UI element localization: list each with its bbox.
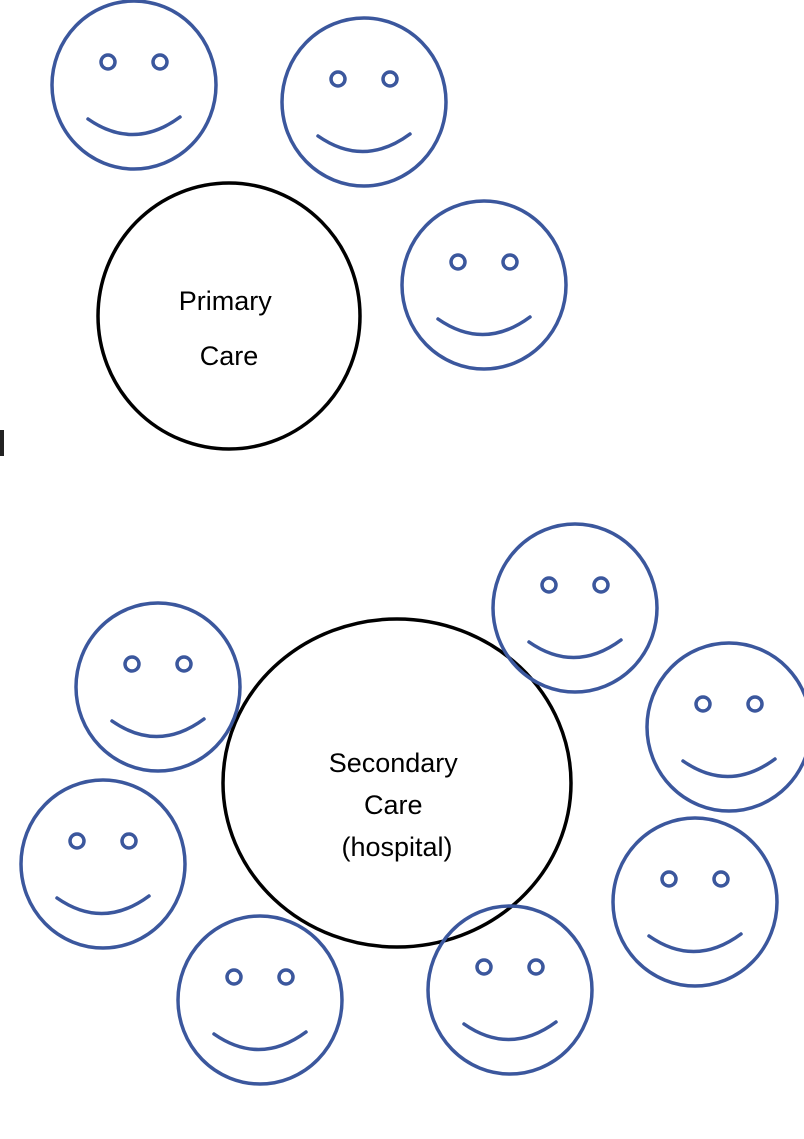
secondary-smiley-face-5-icon	[611, 816, 779, 988]
secondary-smiley-face-2-icon	[74, 601, 242, 773]
face-outline	[645, 641, 804, 813]
left-eye	[225, 968, 243, 986]
primary-smiley-face-2-icon	[280, 16, 448, 188]
face-outline	[611, 816, 779, 988]
face-outline	[176, 914, 344, 1086]
mouth	[316, 132, 412, 154]
smiley-faces-layer	[19, 0, 804, 1086]
left-eye	[68, 832, 86, 850]
secondary-smiley-face-6-icon	[176, 914, 344, 1086]
mouth	[527, 638, 623, 660]
left-eye	[329, 70, 347, 88]
right-eye	[501, 253, 519, 271]
secondary-smiley-face-7-icon	[426, 904, 594, 1076]
secondary-care-circle	[221, 617, 573, 949]
mouth	[55, 894, 151, 916]
left-eye	[540, 576, 558, 594]
face-outline	[400, 199, 568, 371]
primary-care-label-line-2: Care	[200, 341, 259, 371]
primary-smiley-face-3-icon	[400, 199, 568, 371]
primary-care-label: Primary Care	[179, 286, 280, 371]
secondary-care-group: Secondary Care (hospital)	[221, 617, 573, 949]
right-eye	[277, 968, 295, 986]
secondary-smiley-face-4-icon	[19, 778, 187, 950]
right-eye	[746, 695, 764, 713]
right-eye	[712, 870, 730, 888]
primary-care-group: Primary Care	[96, 181, 362, 451]
left-eye	[123, 655, 141, 673]
mouth	[647, 932, 743, 954]
mouth	[681, 757, 777, 779]
left-eye	[99, 53, 117, 71]
right-eye	[592, 576, 610, 594]
left-eye	[475, 958, 493, 976]
right-eye	[381, 70, 399, 88]
right-eye	[175, 655, 193, 673]
mouth	[86, 115, 182, 137]
secondary-care-label-line-1: Secondary	[329, 748, 459, 778]
mouth	[212, 1030, 308, 1052]
left-eye	[660, 870, 678, 888]
face-outline	[19, 778, 187, 950]
mouth	[110, 717, 206, 739]
primary-care-label-line-1: Primary	[179, 286, 272, 316]
face-outline	[426, 904, 594, 1076]
mouth	[462, 1020, 558, 1042]
secondary-smiley-face-3-icon	[645, 641, 804, 813]
mouth	[436, 315, 532, 337]
right-eye	[151, 53, 169, 71]
primary-smiley-face-1-icon	[50, 0, 218, 171]
face-outline	[491, 522, 659, 694]
secondary-care-label: Secondary Care (hospital)	[329, 748, 466, 862]
face-outline	[74, 601, 242, 773]
secondary-care-label-line-2: Care	[364, 790, 423, 820]
left-eye	[449, 253, 467, 271]
primary-care-circle	[96, 181, 362, 451]
secondary-care-label-line-3: (hospital)	[341, 832, 452, 862]
right-eye	[527, 958, 545, 976]
face-outline	[50, 0, 218, 171]
secondary-smiley-face-1-icon	[491, 522, 659, 694]
right-eye	[120, 832, 138, 850]
left-eye	[694, 695, 712, 713]
face-outline	[280, 16, 448, 188]
edge-mark	[0, 430, 4, 456]
